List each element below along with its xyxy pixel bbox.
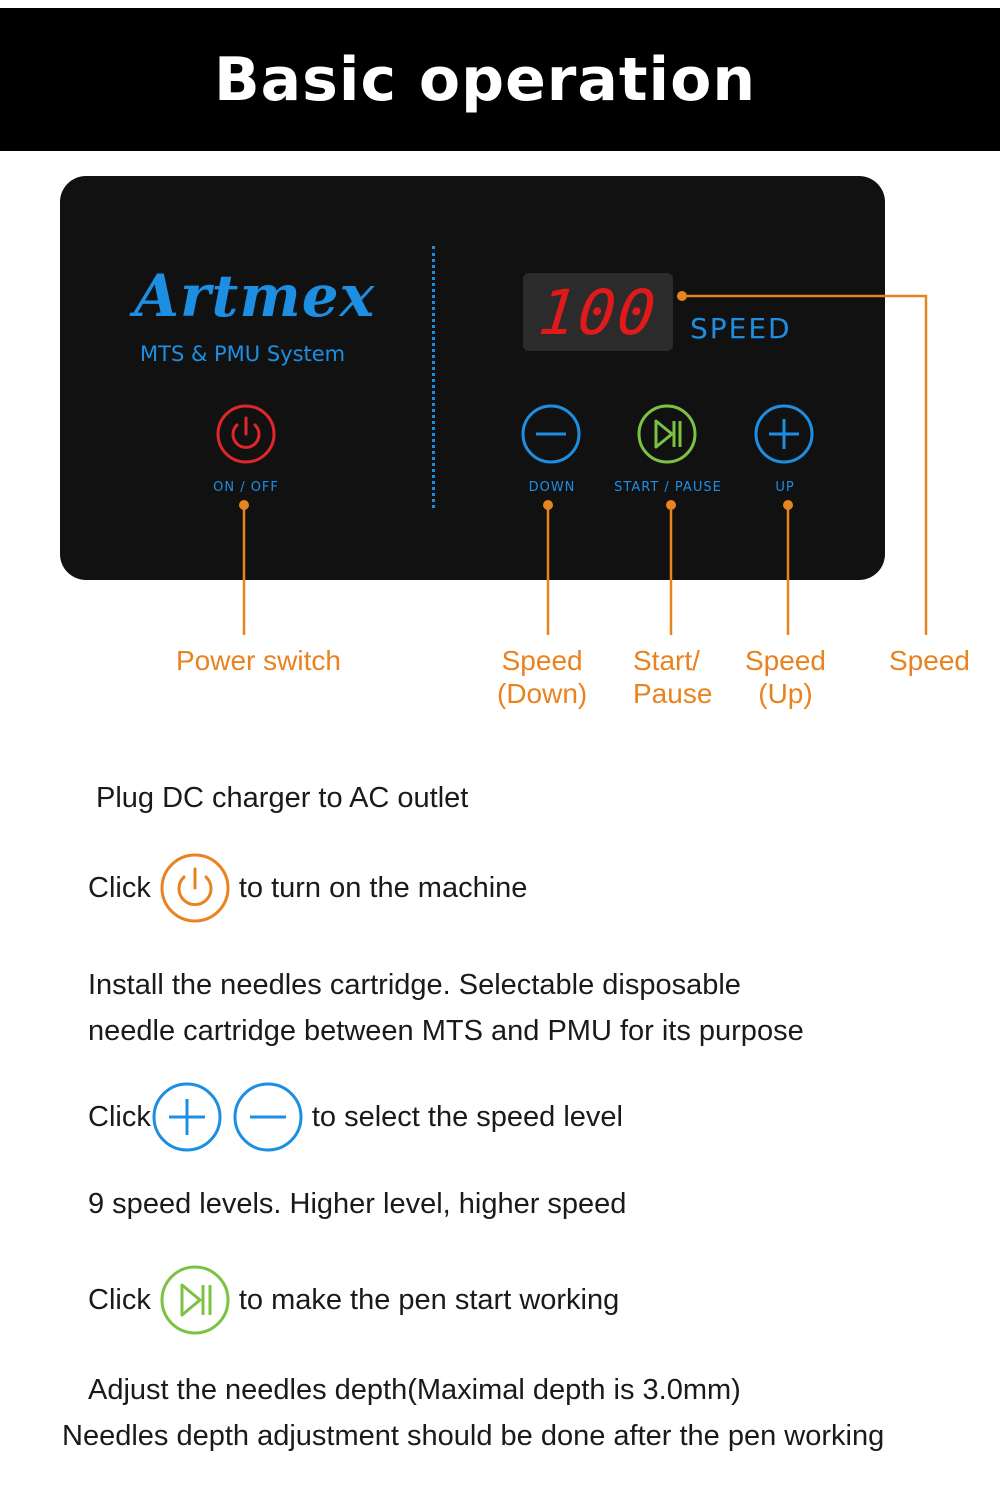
minus-icon bbox=[233, 1082, 303, 1152]
instruction-depth-1: Adjust the needles depth(Maximal depth i… bbox=[88, 1374, 741, 1406]
callout-lines bbox=[239, 291, 928, 635]
page-title: Basic operation bbox=[213, 44, 757, 115]
instruction-plug: Plug DC charger to AC outlet bbox=[96, 782, 469, 814]
control-panel bbox=[60, 176, 885, 580]
speed-display: 100 bbox=[523, 273, 673, 351]
plus-icon bbox=[754, 404, 814, 464]
instruction-install-2: needle cartridge between MTS and PMU for… bbox=[88, 1015, 804, 1047]
power-icon bbox=[160, 853, 230, 923]
power-button[interactable] bbox=[215, 403, 277, 465]
speed-up-button[interactable] bbox=[753, 403, 815, 465]
callout-speed: Speed bbox=[889, 645, 970, 676]
start-pause-label: START / PAUSE bbox=[614, 480, 722, 495]
play-pause-icon bbox=[637, 404, 697, 464]
instruction-power: Click to turn on the machine bbox=[88, 852, 527, 924]
instruction-install-1: Install the needles cartridge. Selectabl… bbox=[88, 969, 741, 1001]
play-pause-icon bbox=[160, 1265, 230, 1335]
instruction-speed: Click to select the speed level bbox=[88, 1081, 623, 1153]
brand-subtitle: MTS & PMU System bbox=[140, 342, 346, 366]
callout-start-pause: Start/ Pause bbox=[633, 645, 713, 709]
minus-icon bbox=[521, 404, 581, 464]
speed-down-label: DOWN bbox=[528, 480, 576, 495]
callout-speed-up: Speed (Up) bbox=[745, 645, 826, 709]
panel-divider bbox=[432, 246, 435, 508]
speed-down-button[interactable] bbox=[520, 403, 582, 465]
power-icon bbox=[216, 404, 276, 464]
header-banner: Basic operation bbox=[0, 8, 1000, 151]
callout-power-switch: Power switch bbox=[176, 645, 341, 676]
callout-speed-down: Speed (Down) bbox=[497, 645, 588, 709]
plus-icon bbox=[152, 1082, 222, 1152]
brand-logo: Artmex bbox=[134, 262, 376, 330]
power-button-label: ON / OFF bbox=[213, 480, 279, 495]
instruction-levels: 9 speed levels. Higher level, higher spe… bbox=[88, 1188, 627, 1220]
instruction-start: Click to make the pen start working bbox=[88, 1264, 619, 1336]
speed-display-label: SPEED bbox=[690, 312, 792, 345]
speed-up-label: UP bbox=[775, 480, 795, 495]
instruction-depth-2: Needles depth adjustment should be done … bbox=[62, 1420, 885, 1452]
start-pause-button[interactable] bbox=[636, 403, 698, 465]
